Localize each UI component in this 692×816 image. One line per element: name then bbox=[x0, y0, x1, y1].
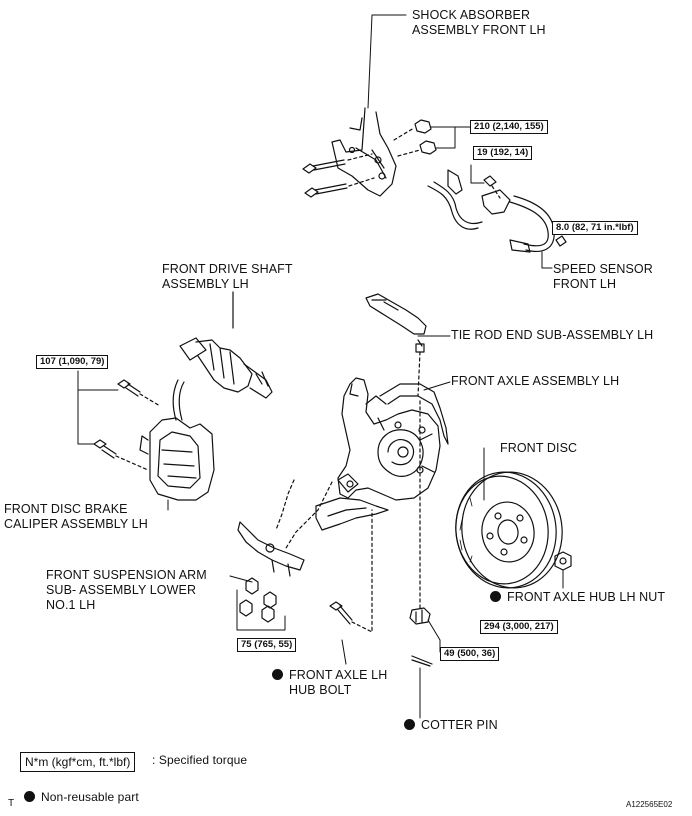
nonreusable-dot-icon bbox=[24, 791, 35, 802]
hub-nut-drawing bbox=[554, 551, 572, 589]
torque-19: 19 (192, 14) bbox=[473, 146, 533, 160]
hub-bolt-drawing bbox=[329, 509, 373, 633]
axle-assembly-label: FRONT AXLE ASSEMBLY LH bbox=[451, 374, 620, 388]
shock-absorber-line1: SHOCK ABSORBER bbox=[412, 8, 531, 22]
drive-shaft-line1: FRONT DRIVE SHAFT bbox=[162, 262, 293, 276]
hub-nut-label: FRONT AXLE HUB LH NUT bbox=[490, 590, 665, 605]
legend-unit-box: N*m (kgf*cm, ft.*lbf) bbox=[20, 752, 136, 772]
torque-49: 49 (500, 36) bbox=[440, 647, 500, 661]
legend-nonreusable-text: Non-reusable part bbox=[41, 790, 139, 804]
upper-nuts bbox=[393, 119, 471, 157]
speed-sensor-label: SPEED SENSOR FRONT LH bbox=[553, 262, 653, 292]
caliper-label: FRONT DISC BRAKE CALIPER ASSEMBLY LH bbox=[4, 502, 148, 532]
speed-sensor-line2: FRONT LH bbox=[553, 277, 617, 291]
suspension-arm-label: FRONT SUSPENSION ARM SUB- ASSEMBLY LOWER… bbox=[46, 568, 207, 613]
figure-id: A122565E02 bbox=[626, 800, 673, 809]
leader-lines bbox=[167, 335, 451, 665]
shock-absorber-label: SHOCK ABSORBER ASSEMBLY FRONT LH bbox=[412, 8, 546, 38]
legend-unit-desc: : Specified torque bbox=[152, 753, 248, 767]
front-disc-drawing bbox=[455, 447, 563, 589]
lower-arm-nuts bbox=[236, 577, 286, 631]
torque-107: 107 (1,090, 79) bbox=[36, 355, 109, 369]
drive-shaft-line2: ASSEMBLY LH bbox=[162, 277, 249, 291]
corner-mark: T bbox=[8, 798, 15, 809]
knuckle-drawing bbox=[337, 377, 441, 501]
nonreusable-dot-icon bbox=[490, 591, 501, 602]
nonreusable-dot-icon bbox=[404, 719, 415, 730]
hub-bolt-line2: HUB BOLT bbox=[289, 683, 352, 697]
cotter-pin-drawing bbox=[411, 655, 433, 719]
drive-shaft-drawing bbox=[179, 291, 273, 399]
drive-shaft-label: FRONT DRIVE SHAFT ASSEMBLY LH bbox=[162, 262, 293, 292]
shock-absorber-line2: ASSEMBLY FRONT LH bbox=[412, 23, 546, 37]
speed-sensor-line1: SPEED SENSOR bbox=[553, 262, 653, 276]
suspension-arm-line1: FRONT SUSPENSION ARM bbox=[46, 568, 207, 582]
shock-absorber-drawing bbox=[331, 14, 407, 197]
hub-bolt-line1: FRONT AXLE LH bbox=[289, 668, 388, 682]
torque-75: 75 (765, 55) bbox=[237, 638, 297, 652]
cotter-pin-text: COTTER PIN bbox=[421, 718, 498, 732]
upper-bolts bbox=[302, 153, 375, 198]
legend-nonreusable: Non-reusable part bbox=[24, 790, 139, 805]
dust-shield-drawing bbox=[315, 383, 449, 531]
front-disc-label: FRONT DISC bbox=[500, 441, 578, 455]
suspension-arm-line2: SUB- ASSEMBLY LOWER bbox=[46, 583, 197, 597]
tie-rod-drawing bbox=[365, 293, 427, 397]
hub-bolt-label: FRONT AXLE LH HUB BOLT bbox=[272, 668, 387, 698]
speed-sensor-drawing bbox=[427, 164, 567, 269]
caliper-line2: CALIPER ASSEMBLY LH bbox=[4, 517, 148, 531]
caliper-drawing bbox=[139, 379, 215, 501]
torque-8: 8.0 (82, 71 in.*lbf) bbox=[552, 221, 638, 235]
caliper-line1: FRONT DISC BRAKE bbox=[4, 502, 128, 516]
torque-294: 294 (3,000, 217) bbox=[480, 620, 558, 634]
suspension-arm-line3: NO.1 LH bbox=[46, 598, 96, 612]
hub-nut-text: FRONT AXLE HUB LH NUT bbox=[507, 590, 666, 604]
cotter-pin-label: COTTER PIN bbox=[404, 718, 498, 733]
caliper-bolts bbox=[77, 370, 161, 471]
tie-rod-label: TIE ROD END SUB-ASSEMBLY LH bbox=[451, 328, 654, 342]
nonreusable-dot-icon bbox=[272, 669, 283, 680]
lower-arm-drawing bbox=[237, 479, 333, 577]
torque-210: 210 (2,140, 155) bbox=[470, 120, 548, 134]
